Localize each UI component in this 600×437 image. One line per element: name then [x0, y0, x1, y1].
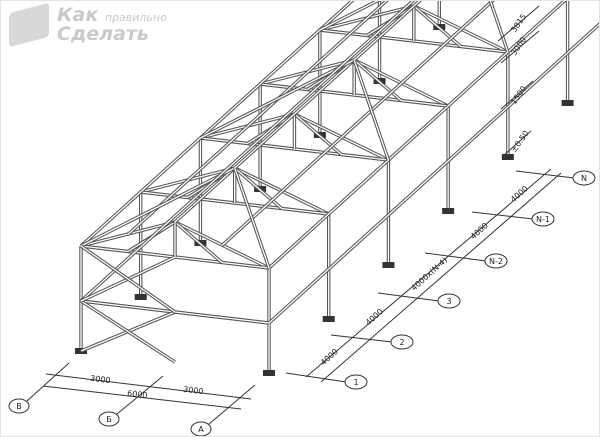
purlin: [306, 17, 368, 74]
length-dimension: 4000: [364, 307, 385, 327]
girt: [199, 137, 262, 195]
girt: [259, 83, 321, 141]
girt: [506, 51, 569, 109]
elevation-label: 3000: [509, 35, 528, 57]
axis-line: [208, 384, 256, 425]
eave-beam: [139, 136, 202, 194]
purlin: [365, 1, 389, 20]
girt: [447, 105, 509, 163]
axis-4-label: N-1: [536, 215, 550, 224]
ridge-beam: [293, 58, 356, 116]
width-axis-label: А: [198, 425, 204, 434]
girt: [387, 159, 450, 217]
roof-brace: [319, 1, 381, 32]
width-dimension: 3000: [183, 385, 204, 396]
girt: [378, 1, 416, 33]
axis-line: [285, 372, 347, 383]
axis-4-marker: [531, 211, 555, 227]
eave-beam: [506, 1, 567, 54]
ridge-beam: [412, 1, 422, 8]
truss-web: [293, 112, 343, 156]
truss-web: [233, 166, 283, 210]
eave-beam: [447, 50, 509, 108]
end-brace: [80, 299, 176, 364]
steel-frame: [75, 1, 599, 376]
base-plate: [501, 154, 514, 160]
ridge-beam: [173, 166, 236, 224]
eave-beam: [267, 212, 330, 270]
width-axis-marker: [190, 421, 212, 436]
logo-icon: [9, 2, 49, 48]
girt: [318, 29, 381, 87]
base-plate: [442, 208, 455, 214]
axis-5-marker: [572, 170, 596, 186]
roof-brace: [352, 59, 391, 161]
girt: [327, 213, 390, 271]
width-axis-marker: [8, 398, 30, 414]
axis-line: [424, 252, 487, 262]
base-plate: [561, 100, 574, 106]
axis-2-marker: [437, 293, 461, 309]
axis-3-marker: [484, 253, 508, 269]
axis-line: [471, 211, 534, 220]
eave-beam: [199, 82, 262, 140]
eave-beam: [318, 1, 355, 32]
roof-brace: [488, 1, 510, 53]
roof-brace: [199, 58, 355, 140]
base-plate: [382, 262, 395, 268]
axis-1-label: 2: [399, 338, 404, 347]
logo-text: Как: [57, 4, 99, 26]
axis-2-label: 3: [446, 297, 451, 306]
width-dimension: 6000: [127, 389, 148, 400]
axis-0-label: 1: [353, 378, 358, 387]
truss-web: [412, 4, 462, 48]
axis-3-label: N-2: [489, 257, 503, 266]
elevation-1500: 1500: [500, 80, 534, 110]
girt: [139, 191, 202, 249]
length-dimension: 4000: [509, 184, 530, 204]
base-plate: [263, 370, 275, 376]
axis-5-label: N: [581, 174, 587, 183]
purlin: [400, 28, 462, 85]
elevation-label: ±0.50: [509, 129, 530, 154]
axis-line: [377, 292, 440, 302]
roof-brace: [80, 166, 236, 248]
axis-0-marker: [344, 374, 368, 390]
width-axis-label: Б: [106, 415, 112, 424]
base-plate: [322, 316, 335, 322]
eave-beam: [259, 28, 321, 86]
width-dimension: 3000: [90, 374, 111, 385]
axis-line: [515, 170, 575, 179]
truss-web: [353, 58, 403, 102]
axis-line: [26, 362, 70, 402]
roof-brace: [233, 167, 271, 269]
ridge-beam: [233, 112, 296, 170]
purlin: [186, 125, 249, 182]
elevation-label: 3815: [509, 12, 528, 34]
width-axis-label: В: [16, 402, 22, 411]
logo-text-2: Сделать: [57, 23, 149, 45]
length-dimension: 4000: [319, 347, 340, 367]
eave-beam: [79, 190, 142, 248]
axis-1-marker: [390, 334, 414, 350]
end-brace: [80, 244, 176, 314]
eave-beam: [387, 104, 450, 162]
axis-line: [330, 334, 393, 343]
base-plate: [134, 294, 147, 300]
truss-web: [173, 220, 224, 264]
girt: [79, 245, 142, 303]
purlin: [280, 136, 343, 193]
eave-beam: [327, 158, 390, 216]
axis-line: [116, 375, 164, 415]
dimensions: 3815 3000 1500 ±0.50: [42, 5, 562, 410]
girt: [267, 267, 330, 325]
elevation-label: 1500: [509, 84, 528, 106]
ridge-beam: [353, 4, 415, 62]
girt: [566, 22, 599, 55]
logo-text-small: правильно: [104, 11, 167, 24]
width-axis-marker: [98, 411, 120, 427]
site-logo: Как правильно Сделать: [9, 2, 167, 48]
